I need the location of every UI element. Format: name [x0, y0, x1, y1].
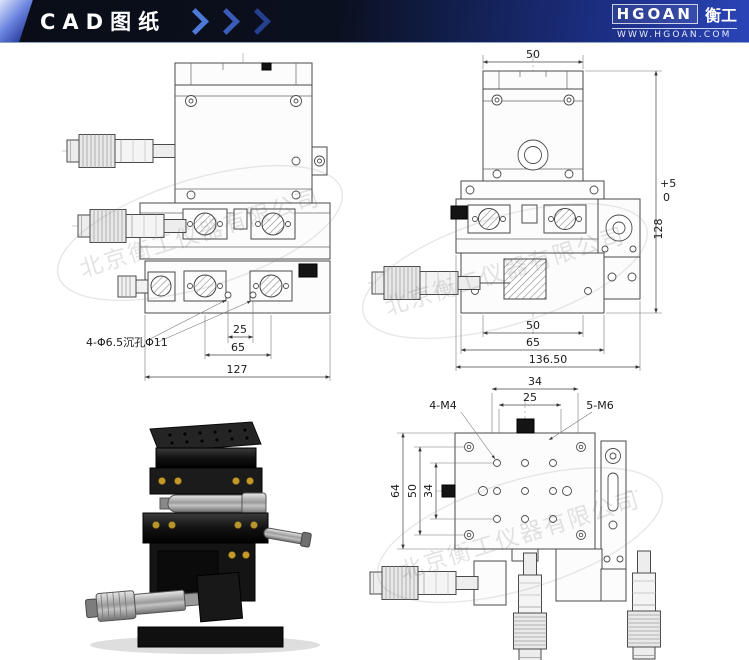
dimension-64: 64	[389, 432, 455, 550]
clamp-block	[543, 204, 587, 234]
thread-label: 4-M4	[429, 399, 456, 412]
clamp-block	[182, 208, 228, 240]
dim-text: 50	[526, 48, 540, 61]
dim-text: 127	[227, 363, 248, 376]
dim-text: 50	[526, 319, 540, 332]
dimension-34-left: 34	[422, 462, 493, 520]
micrometer-vertical-right	[627, 550, 661, 660]
dim-text: 25	[523, 391, 537, 404]
clamp-block	[250, 208, 296, 240]
website-link[interactable]: WWW.HGOAN.COM	[616, 30, 732, 40]
adjustment-handle	[263, 527, 312, 548]
dim-text: 34	[422, 484, 435, 498]
hole-label: 4-Φ6.5沉孔Φ11	[86, 336, 168, 349]
dim-text: 34	[528, 375, 542, 388]
chevron-icon	[182, 7, 210, 35]
brand-logo: HGOAN 衡工 WWW.HGOAN.COM	[611, 2, 737, 40]
dim-text: 136.50	[529, 353, 568, 366]
micrometer-mount	[503, 258, 547, 300]
hole-callout: 4-Φ6.5沉孔Φ11	[86, 299, 252, 349]
clamp-block	[467, 204, 511, 234]
tolerance-zero: 0	[663, 191, 670, 204]
dimension-65: 65	[460, 315, 605, 354]
clamp-block	[249, 270, 293, 302]
logo-divider	[611, 28, 737, 29]
thread-callout-m4: 4-M4	[429, 399, 496, 460]
thread-callout-m6: 5-M6	[548, 399, 614, 441]
dim-text: 64	[389, 484, 402, 498]
product-photo	[85, 421, 320, 654]
dimension-top-50: 50	[482, 48, 584, 69]
page-title: CAD图纸	[40, 10, 167, 34]
thread-label: 5-M6	[586, 399, 613, 412]
drawing-area: 25 65 127 4-Φ6.5沉孔Φ11	[56, 48, 676, 660]
brand-name: HGOAN	[611, 4, 698, 24]
brand-name-cn: 衡工	[704, 6, 737, 25]
dimension-65: 65	[204, 315, 272, 359]
dim-text: 128	[652, 219, 665, 240]
side-view: 50	[368, 48, 676, 371]
dim-text: 50	[406, 484, 419, 498]
chevron-icon	[213, 7, 241, 35]
chevron-icon	[244, 7, 272, 35]
banner: CAD图纸 HGOAN 衡工 WWW.HGOAN.COM	[0, 0, 749, 43]
chevron-decoration	[182, 7, 272, 35]
dimension-128: +5 0 128	[585, 70, 676, 314]
corner-accent-shape	[0, 0, 33, 42]
photo-micrometer	[85, 571, 244, 623]
dim-text: 65	[526, 336, 540, 349]
dimension-50: 50	[482, 315, 584, 337]
front-view: 25 65 127 4-Φ6.5沉孔Φ11	[62, 53, 331, 381]
top-view: 34 25 4-M4 5-M6 64	[369, 375, 661, 660]
dimension-25: 25	[498, 391, 562, 433]
micrometer-x	[66, 134, 176, 168]
clamp-block	[183, 270, 227, 302]
micrometer-vertical-center	[513, 552, 547, 660]
dim-text: 25	[233, 323, 247, 336]
dimension-25: 25	[227, 301, 254, 343]
dim-text: 65	[231, 341, 245, 354]
tolerance-plus: +5	[660, 177, 676, 190]
dimension-50: 50	[406, 446, 464, 536]
dimension-136-50: 136.50	[455, 255, 641, 371]
lock-knob	[117, 271, 176, 302]
dimension-34-top: 34	[491, 375, 579, 433]
dimension-127: 127	[144, 315, 331, 381]
